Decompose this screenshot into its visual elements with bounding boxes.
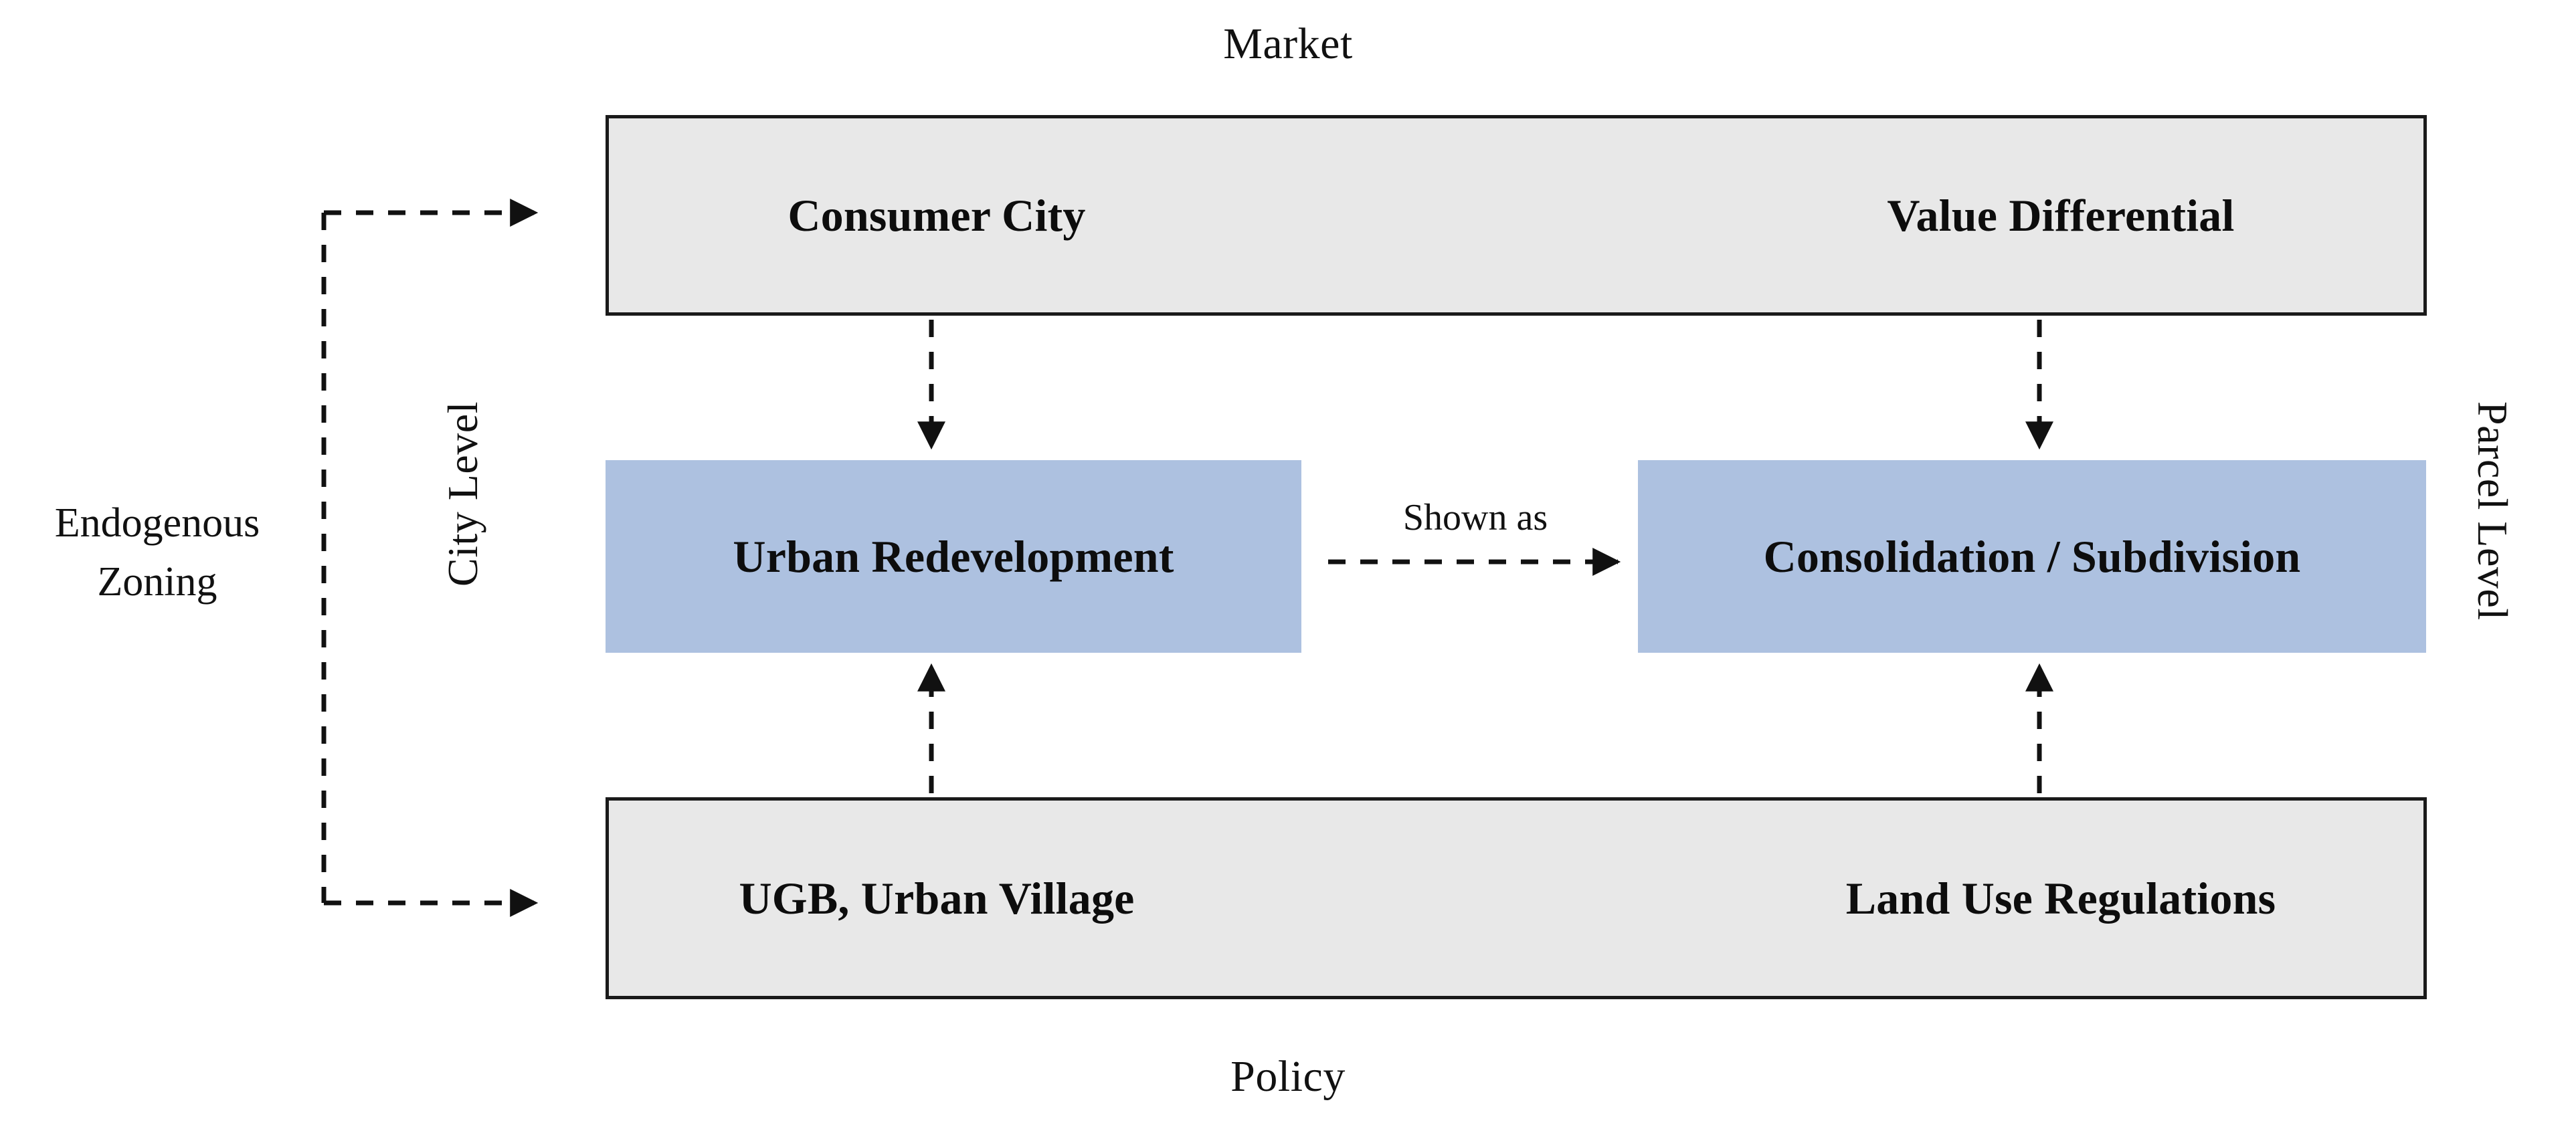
node-urban-redevelopment-label: Urban Redevelopment	[733, 530, 1174, 582]
node-consumer-city-label: Consumer City	[788, 189, 1086, 241]
page-title-market: Market	[1223, 19, 1353, 68]
node-value-differential-label: Value Differential	[1887, 189, 2235, 241]
axis-label-parcel-level: Parcel Level	[2469, 401, 2516, 621]
node-value-differential[interactable]: Value Differential	[1706, 118, 2415, 312]
node-consolidation-subdivision-label: Consolidation / Subdivision	[1763, 530, 2301, 582]
market-band: Consumer City Value Differential	[606, 115, 2427, 316]
policy-band: UGB, Urban Village Land Use Regulations	[606, 797, 2427, 999]
node-land-use-regulations[interactable]: Land Use Regulations	[1706, 801, 2415, 996]
node-ugb-urban-village[interactable]: UGB, Urban Village	[622, 801, 1251, 996]
node-land-use-regulations-label: Land Use Regulations	[1845, 872, 2276, 924]
endogenous-zoning-note: Endogenous Zoning	[0, 494, 314, 611]
node-ugb-urban-village-label: UGB, Urban Village	[739, 872, 1135, 924]
arrow-endogenous-zoning-bracket	[321, 199, 539, 917]
node-urban-redevelopment[interactable]: Urban Redevelopment	[606, 460, 1301, 653]
arrow-label-shown-as: Shown as	[1402, 497, 1548, 538]
endogenous-zoning-line-1: Endogenous	[54, 500, 260, 546]
axis-label-city-level: City Level	[439, 401, 486, 587]
endogenous-zoning-line-2: Zoning	[97, 559, 217, 605]
page-title-policy: Policy	[1230, 1052, 1346, 1101]
node-consolidation-subdivision[interactable]: Consolidation / Subdivision	[1638, 460, 2426, 653]
node-consumer-city[interactable]: Consumer City	[622, 118, 1251, 312]
